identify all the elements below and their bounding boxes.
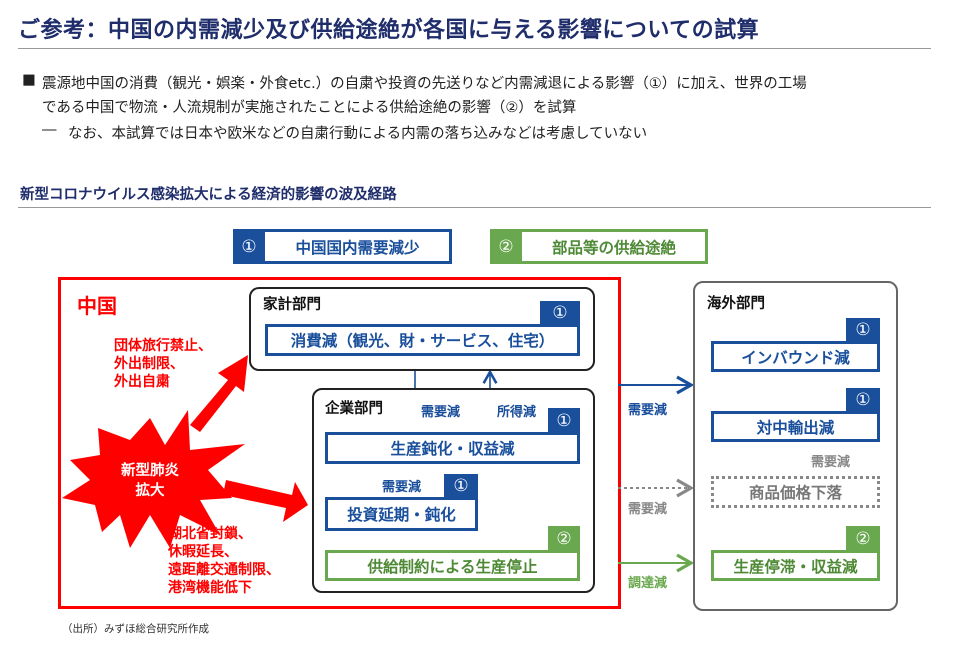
lockdown-note: 湖北省封鎖、 休暇延長、 遠距離交通制限、 港湾機能低下 [168, 525, 280, 597]
legend-supply-disruption: 部品等の供給途絶 [490, 229, 708, 264]
income-down-label: 所得減 [497, 405, 537, 420]
link-label-gray: 需要減 [628, 502, 668, 517]
note-line: 外出自粛 [114, 374, 170, 390]
inbound-decline-box: インバウンド減 [711, 341, 880, 372]
section-heading: 新型コロナウイルス感染拡大による経済的影響の波及経路 [20, 187, 397, 203]
china-frame [58, 277, 621, 609]
source-note: （出所）みずほ総合研究所作成 [62, 623, 209, 635]
note-line: 港湾機能低下 [168, 580, 252, 596]
restrictions-note: 団体旅行禁止、 外出制限、 外出自粛 [114, 337, 212, 391]
note-line: 外出制限、 [114, 356, 184, 372]
link-label-green: 調達減 [628, 576, 668, 591]
production-slowdown-box: 生産鈍化・収益減 [325, 432, 580, 464]
number-badge: ① [540, 301, 580, 325]
sub-bullet-dash: ― [42, 122, 57, 138]
commodity-price-box: 商品価格下落 [711, 476, 880, 508]
legend-label: 中国国内需要減少 [295, 238, 420, 257]
number-badge: ① [846, 388, 880, 412]
arrow-to-household-icon [190, 355, 248, 432]
bullet-line-2: である中国で物流・人流規制が実施されたことによる供給途絶の影響（②）を試算 [42, 100, 577, 116]
overseas-label: 海外部門 [707, 296, 765, 312]
note-line: 休暇延長、 [168, 544, 238, 560]
bullet-line-1: 震源地中国の消費（観光・娯楽・外食etc.）の自粛や投資の先送りなど内需減退によ… [42, 76, 807, 92]
number-badge: ② [548, 526, 580, 551]
number-badge: ② [846, 526, 880, 551]
bullet-marker: ■ [22, 72, 36, 88]
outbreak-burst-icon [62, 410, 245, 548]
page-title: ご参考：中国の内需減少及び供給途絶が各国に与える影響についての試算 [18, 18, 760, 43]
prices-demand-label: 需要減 [811, 455, 851, 470]
outbreak-label: 新型肺炎 拡大 [102, 461, 198, 501]
burst-line: 新型肺炎 [121, 463, 179, 479]
note-line: 団体旅行禁止、 [114, 338, 212, 354]
number-badge: ① [444, 474, 478, 498]
supply-constraint-box: 供給制約による生産停止 [325, 550, 580, 581]
title-divider [18, 48, 931, 49]
sub-bullet: なお、本試算では日本や欧米などの自粛行動による内需の落ち込みなどは考慮していない [68, 126, 648, 142]
number-badge: ① [846, 318, 880, 342]
number-badge: ① [548, 408, 580, 433]
link-label-blue: 需要減 [628, 403, 668, 418]
note-line: 湖北省封鎖、 [168, 526, 252, 542]
legend-number-badge: ② [490, 229, 522, 264]
corporate-label: 企業部門 [325, 401, 383, 417]
production-stagnation-box: 生産停滞・収益減 [711, 550, 880, 581]
china-label: 中国 [77, 294, 117, 318]
household-label: 家計部門 [263, 297, 321, 313]
exports-to-china-box: 対中輸出減 [711, 411, 880, 442]
consumption-decline-box: 消費減（観光、財・サービス、住宅） [265, 324, 580, 356]
legend-label: 部品等の供給途絶 [551, 238, 676, 257]
investment-demand-label: 需要減 [382, 480, 422, 495]
legend-number-badge: ① [233, 229, 265, 264]
investment-delay-box: 投資延期・鈍化 [325, 497, 478, 531]
note-line: 遠距離交通制限、 [168, 562, 280, 578]
arrow-to-corporate-icon [223, 480, 308, 522]
section-divider [18, 207, 931, 208]
demand-down-label: 需要減 [421, 405, 461, 420]
legend-domestic-demand: 中国国内需要減少 [233, 229, 452, 264]
burst-line: 拡大 [135, 483, 165, 499]
